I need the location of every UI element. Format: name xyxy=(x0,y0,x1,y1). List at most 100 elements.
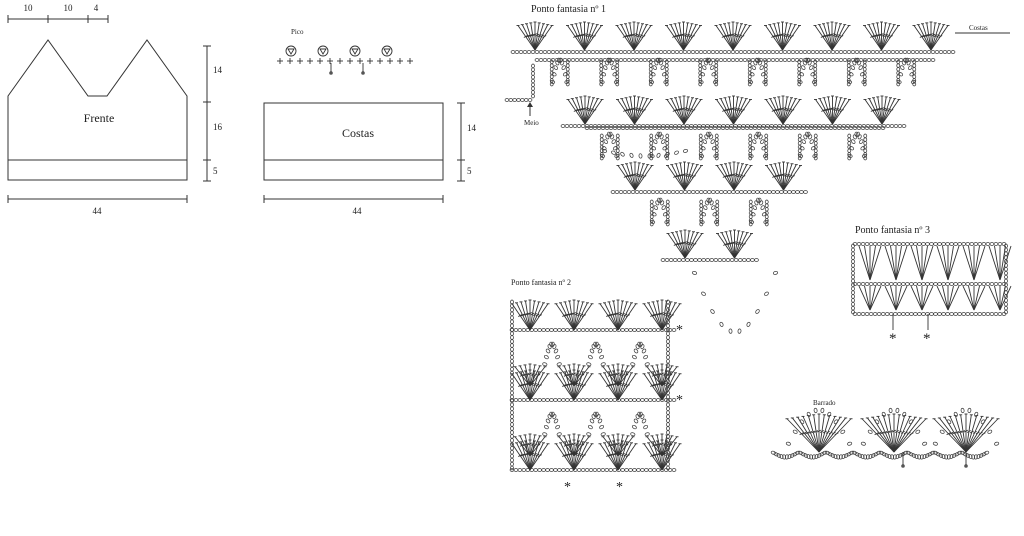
chain-stitch xyxy=(523,98,529,102)
pico-label: Pico xyxy=(291,28,304,36)
chain-stitch xyxy=(895,407,900,414)
chain-stitch xyxy=(648,328,653,332)
double-crochet xyxy=(634,99,652,125)
double-crochet-bar xyxy=(664,383,669,386)
double-crochet xyxy=(734,232,748,259)
chain-stitch xyxy=(997,282,1003,286)
chain-stitch xyxy=(592,468,598,472)
double-crochet xyxy=(720,164,735,191)
double-crochet-bar xyxy=(894,430,899,433)
pattern3-stitches xyxy=(851,242,1012,330)
back-dim-5: 5 xyxy=(467,166,472,176)
chain-stitch xyxy=(758,134,763,140)
double-crochet-bar xyxy=(625,454,630,457)
chain-stitch xyxy=(784,454,789,460)
double-crochet-bar xyxy=(576,313,581,316)
double-crochet xyxy=(616,25,635,51)
chain-stitch xyxy=(510,445,514,451)
double-crochet xyxy=(733,165,752,191)
chain-stitch xyxy=(816,126,822,130)
chain-stitch xyxy=(682,148,689,153)
chain-stitch xyxy=(510,50,516,54)
chain-stitch xyxy=(946,419,952,425)
chain-stitch xyxy=(636,468,641,472)
double-crochet-bar xyxy=(732,241,737,244)
chain-stitch xyxy=(797,137,802,142)
double-crochet xyxy=(657,300,663,331)
chain-stitch xyxy=(615,74,620,79)
chain-stitch xyxy=(874,50,880,54)
chain-stitch xyxy=(876,242,882,246)
chain-stitch xyxy=(934,50,940,54)
chain-stitch xyxy=(666,465,670,471)
chain-stitch xyxy=(554,50,560,54)
chain-stitch xyxy=(756,126,762,130)
chain-stitch xyxy=(846,50,852,54)
chain-stitch xyxy=(880,242,886,246)
double-crochet xyxy=(666,25,684,51)
chain-stitch xyxy=(797,450,803,455)
chain-stitch xyxy=(800,126,806,130)
chain-stitch xyxy=(649,214,654,219)
chain-stitch xyxy=(935,452,941,457)
chain-stitch xyxy=(591,414,596,420)
chain-stitch xyxy=(561,65,566,70)
chain-stitch xyxy=(688,126,694,130)
chain-stitch xyxy=(710,309,715,314)
chain-stitch xyxy=(748,155,753,161)
double-crochet-bar xyxy=(680,241,685,245)
chain-stitch xyxy=(551,72,557,77)
cluster-stitch xyxy=(994,285,1001,311)
double-crochet xyxy=(626,163,636,191)
chain-stitch xyxy=(1004,270,1008,276)
double-crochet-bar xyxy=(778,33,783,37)
chain-stitch xyxy=(734,58,740,62)
chain-stitch xyxy=(552,414,557,420)
chain-stitch xyxy=(568,124,574,128)
chain-stitch xyxy=(748,137,753,142)
double-crochet-bar xyxy=(580,444,585,447)
double-crochet-bar xyxy=(839,109,844,112)
chain-stitch xyxy=(748,207,753,212)
double-crochet xyxy=(568,364,575,387)
pattern2-asterisk-3: * xyxy=(564,480,571,495)
double-crochet-bar xyxy=(652,383,657,387)
double-crochet xyxy=(667,165,685,191)
double-crochet xyxy=(679,162,685,191)
chain-stitch xyxy=(784,126,790,130)
double-crochet-bar xyxy=(655,313,660,316)
chain-stitch xyxy=(881,411,886,417)
chain-stitch xyxy=(985,312,991,316)
chain-stitch xyxy=(615,155,620,161)
chain-stitch xyxy=(662,190,668,194)
chain-stitch xyxy=(985,282,991,286)
chain-stitch xyxy=(851,450,857,455)
chain-stitch xyxy=(714,74,719,79)
cluster-stitch xyxy=(895,285,908,311)
chain-stitch xyxy=(905,242,910,246)
chain-stitch xyxy=(728,126,734,130)
double-crochet-bar xyxy=(730,241,735,245)
chain-stitch xyxy=(750,146,756,151)
double-crochet xyxy=(913,25,932,51)
chain-stitch xyxy=(881,452,887,457)
chain-stitch xyxy=(864,126,870,130)
double-crochet xyxy=(724,23,734,51)
chain-stitch xyxy=(557,468,562,472)
chain-stitch xyxy=(718,58,724,62)
double-crochet-bar xyxy=(731,173,737,176)
chain-stitch xyxy=(661,139,666,144)
chain-stitch xyxy=(713,258,719,262)
double-crochet xyxy=(511,303,531,331)
double-crochet xyxy=(519,365,531,387)
cluster-stitch xyxy=(994,245,1001,281)
pattern1-middle-label: Meio xyxy=(524,119,539,127)
chain-stitch xyxy=(674,190,680,194)
pico-point xyxy=(319,48,327,55)
double-crochet xyxy=(832,99,850,125)
double-crochet xyxy=(568,434,575,457)
chain-stitch xyxy=(660,65,665,70)
double-crochet xyxy=(625,23,635,51)
double-crochet-bar xyxy=(828,431,833,435)
chain-stitch xyxy=(760,126,766,130)
